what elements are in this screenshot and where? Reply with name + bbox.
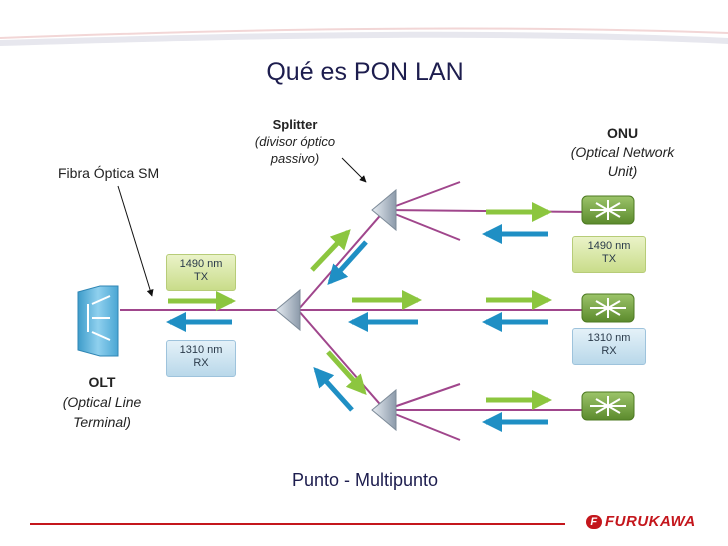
onu-title: ONU <box>606 125 639 141</box>
splitter-top <box>371 188 397 232</box>
onu-tx-wavelength: 1490 nm <box>587 240 631 252</box>
fibra-pointer <box>117 185 154 297</box>
downstream-arrow-up <box>310 229 351 272</box>
fibra-label: Fibra Óptica SM <box>58 165 160 181</box>
splitter-title: Splitter <box>272 117 318 132</box>
olt-rx-wavelength: 1310 nm <box>179 344 223 356</box>
fiber-bot-out-3 <box>384 409 461 441</box>
splitter-desc-line2: passivo) <box>270 151 320 166</box>
topology-subtitle: Punto - Multipunto <box>291 470 439 490</box>
pointer-lines <box>117 157 367 297</box>
olt-tx-direction: TX <box>193 271 209 283</box>
splitter-label: Splitter (divisor óptico passivo) <box>235 116 355 167</box>
splitter-bottom <box>371 388 397 432</box>
downstream-arrow-down <box>326 350 367 395</box>
olt-rx-direction: RX <box>193 357 209 369</box>
fiber-top-out-3 <box>384 209 461 241</box>
fiber-splitter-to-bot <box>297 309 386 411</box>
olt-tx-wavelength: 1490 nm <box>179 258 223 270</box>
onu-tx-box: 1490 nm TX <box>572 236 646 273</box>
olt-label: OLT (Optical Line Terminal) <box>48 372 156 432</box>
onu-desc-line1: (Optical Network <box>570 144 675 160</box>
furukawa-logo-text: FURUKAWA <box>605 513 696 530</box>
olt-desc-line2: Terminal) <box>73 414 131 430</box>
onu-device-bottom <box>581 391 635 421</box>
olt-title: OLT <box>88 374 116 390</box>
onu-device-top <box>581 195 635 225</box>
splitter-pointer <box>341 157 367 183</box>
splitter-main <box>275 288 301 332</box>
fiber-bot-out-1 <box>384 383 461 411</box>
upstream-arrows <box>166 224 548 432</box>
onu-device-mid <box>581 293 635 323</box>
onu-tx-direction: TX <box>601 253 617 265</box>
onu-rx-direction: RX <box>601 345 617 357</box>
splitter-desc-line1: (divisor óptico <box>254 134 336 149</box>
upstream-arrow-down <box>313 367 354 412</box>
olt-tx-box: 1490 nm TX <box>166 254 236 291</box>
upstream-arrow-up <box>327 240 368 285</box>
onu-rx-wavelength: 1310 nm <box>587 332 631 344</box>
fiber-top-out-1 <box>384 181 461 211</box>
onu-desc-line2: Unit) <box>607 163 638 179</box>
header-swoosh <box>0 27 728 46</box>
olt-desc-line1: (Optical Line <box>62 394 142 410</box>
fiber-lines <box>120 181 591 441</box>
fiber-splitter-to-top <box>297 209 386 311</box>
olt-rx-box: 1310 nm RX <box>166 340 236 377</box>
olt-device <box>77 285 119 357</box>
downstream-arrows <box>168 202 552 410</box>
onu-rx-box: 1310 nm RX <box>572 328 646 365</box>
slide-title: Qué es PON LAN <box>266 58 464 86</box>
onu-label: ONU (Optical Network Unit) <box>555 124 690 181</box>
furukawa-logo-mark: F <box>586 515 602 529</box>
